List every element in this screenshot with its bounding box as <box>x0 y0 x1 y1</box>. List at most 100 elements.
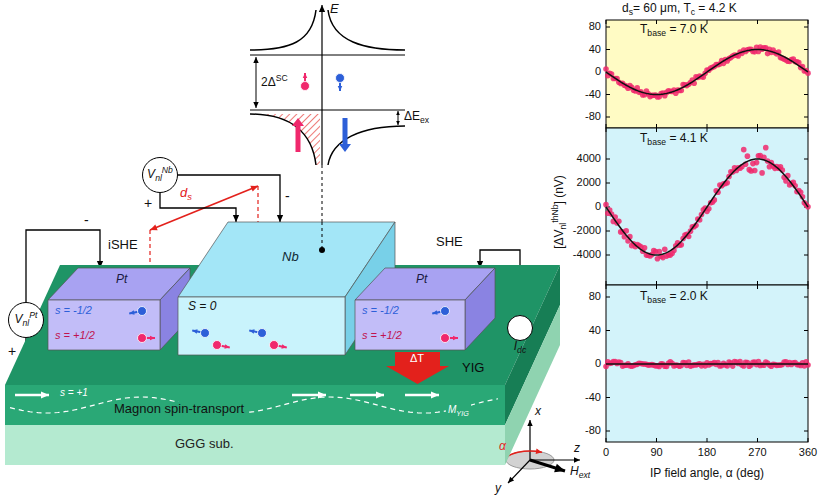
data-point <box>662 246 668 252</box>
label-text: T <box>640 22 647 36</box>
label-text: T <box>640 131 647 145</box>
tick <box>606 231 610 232</box>
arrow-head <box>453 336 458 341</box>
arrow-head <box>41 391 49 398</box>
tick-label: 270 <box>748 446 766 458</box>
panel-frame <box>606 128 808 285</box>
label-text: V <box>15 312 23 326</box>
label-text: base <box>647 137 666 147</box>
label-group: - <box>285 188 290 204</box>
data-point <box>603 202 609 208</box>
label-text: nl <box>155 173 162 183</box>
tick-label: -80 <box>585 110 601 122</box>
tick <box>757 124 758 128</box>
tick <box>757 285 758 289</box>
tick <box>808 124 809 128</box>
tick-label: 4000 <box>577 152 601 164</box>
tick-label: -2000 <box>573 224 601 236</box>
label-group: MYIG <box>446 404 471 418</box>
voltmeter: VnlNb <box>142 157 178 193</box>
tick <box>606 128 607 132</box>
tick <box>606 285 607 289</box>
tick-label: 0 <box>595 200 601 212</box>
tick-label: 0 <box>595 65 601 77</box>
label-text: - <box>84 212 89 228</box>
electron <box>441 307 450 316</box>
tick-label: -40 <box>585 391 601 403</box>
data-point <box>745 153 751 159</box>
wire <box>160 193 239 222</box>
axis-arrow <box>530 459 580 460</box>
current-source: Idc <box>507 315 533 341</box>
label-text: x <box>535 404 541 418</box>
label-group: ΔT <box>410 352 424 365</box>
label-text: GGG sub. <box>175 436 234 451</box>
front-face <box>5 385 505 425</box>
spin-arrow <box>339 118 351 152</box>
label-group: s = +1 <box>58 387 90 399</box>
label-group: ΔEex <box>404 110 429 126</box>
node-label: Pt <box>416 273 427 287</box>
tick <box>606 124 607 128</box>
tick <box>656 128 657 132</box>
data-point <box>805 362 811 368</box>
label-text: = 4.1 K <box>666 131 708 145</box>
label-group: -40 <box>585 391 601 404</box>
tick-label: 80 <box>589 290 601 302</box>
label-group: 2ΔSC <box>261 74 288 90</box>
label-group: 40 <box>589 324 601 337</box>
label-text: IP field angle, α (deg) <box>650 466 764 480</box>
arrow-head <box>432 310 437 314</box>
data-point <box>763 145 769 151</box>
tick <box>808 281 809 285</box>
tick <box>804 330 808 331</box>
label-group: 80 <box>589 290 601 303</box>
arrow-head <box>150 224 158 230</box>
label-group: Magnon spin-transport <box>112 402 246 417</box>
arrow-head <box>253 102 258 108</box>
label-group: Tbase = 7.0 K <box>640 23 708 39</box>
label-group: iSHE <box>108 238 138 253</box>
tick <box>606 431 610 432</box>
dos-curve <box>328 126 405 165</box>
tick <box>606 49 610 50</box>
tick-label: -4000 <box>573 248 601 260</box>
wire <box>160 193 236 222</box>
electron <box>258 329 267 338</box>
heat-arrow <box>386 352 449 384</box>
arrow-head <box>536 449 542 454</box>
label-group: - <box>84 212 89 228</box>
label-group: + <box>8 343 16 359</box>
label-text: Pt <box>29 310 37 320</box>
tick <box>656 438 657 442</box>
label-text: nl <box>558 223 568 230</box>
label-group: -4000 <box>573 248 601 261</box>
tick <box>606 159 610 160</box>
arrow-head <box>574 457 580 462</box>
tick-label: -80 <box>585 424 601 436</box>
fit-curve <box>606 50 808 95</box>
label-text: Nb <box>162 165 173 175</box>
label-group: s = +1/2 <box>55 329 95 342</box>
label-group: 180 <box>698 446 716 459</box>
chart-panel <box>603 128 811 285</box>
label-text: s <box>629 7 633 17</box>
fit-curve <box>606 363 808 365</box>
label-text: y <box>495 481 501 495</box>
tick <box>606 20 607 24</box>
electron <box>138 307 147 316</box>
tick <box>804 49 808 50</box>
label-text: H <box>570 464 579 478</box>
tick <box>656 20 657 24</box>
energy-axis <box>322 222 323 250</box>
label-text: nl <box>23 318 30 328</box>
tick <box>606 183 610 184</box>
label-group: s = -1/2 <box>55 304 92 317</box>
label-text: ] (nV) <box>552 175 566 204</box>
label-text: Pt <box>116 272 127 286</box>
tick <box>606 297 610 298</box>
label-text: SHE <box>436 234 463 249</box>
dos-curve <box>250 114 316 165</box>
arrow-head <box>508 477 514 483</box>
distance-guide <box>149 230 150 262</box>
